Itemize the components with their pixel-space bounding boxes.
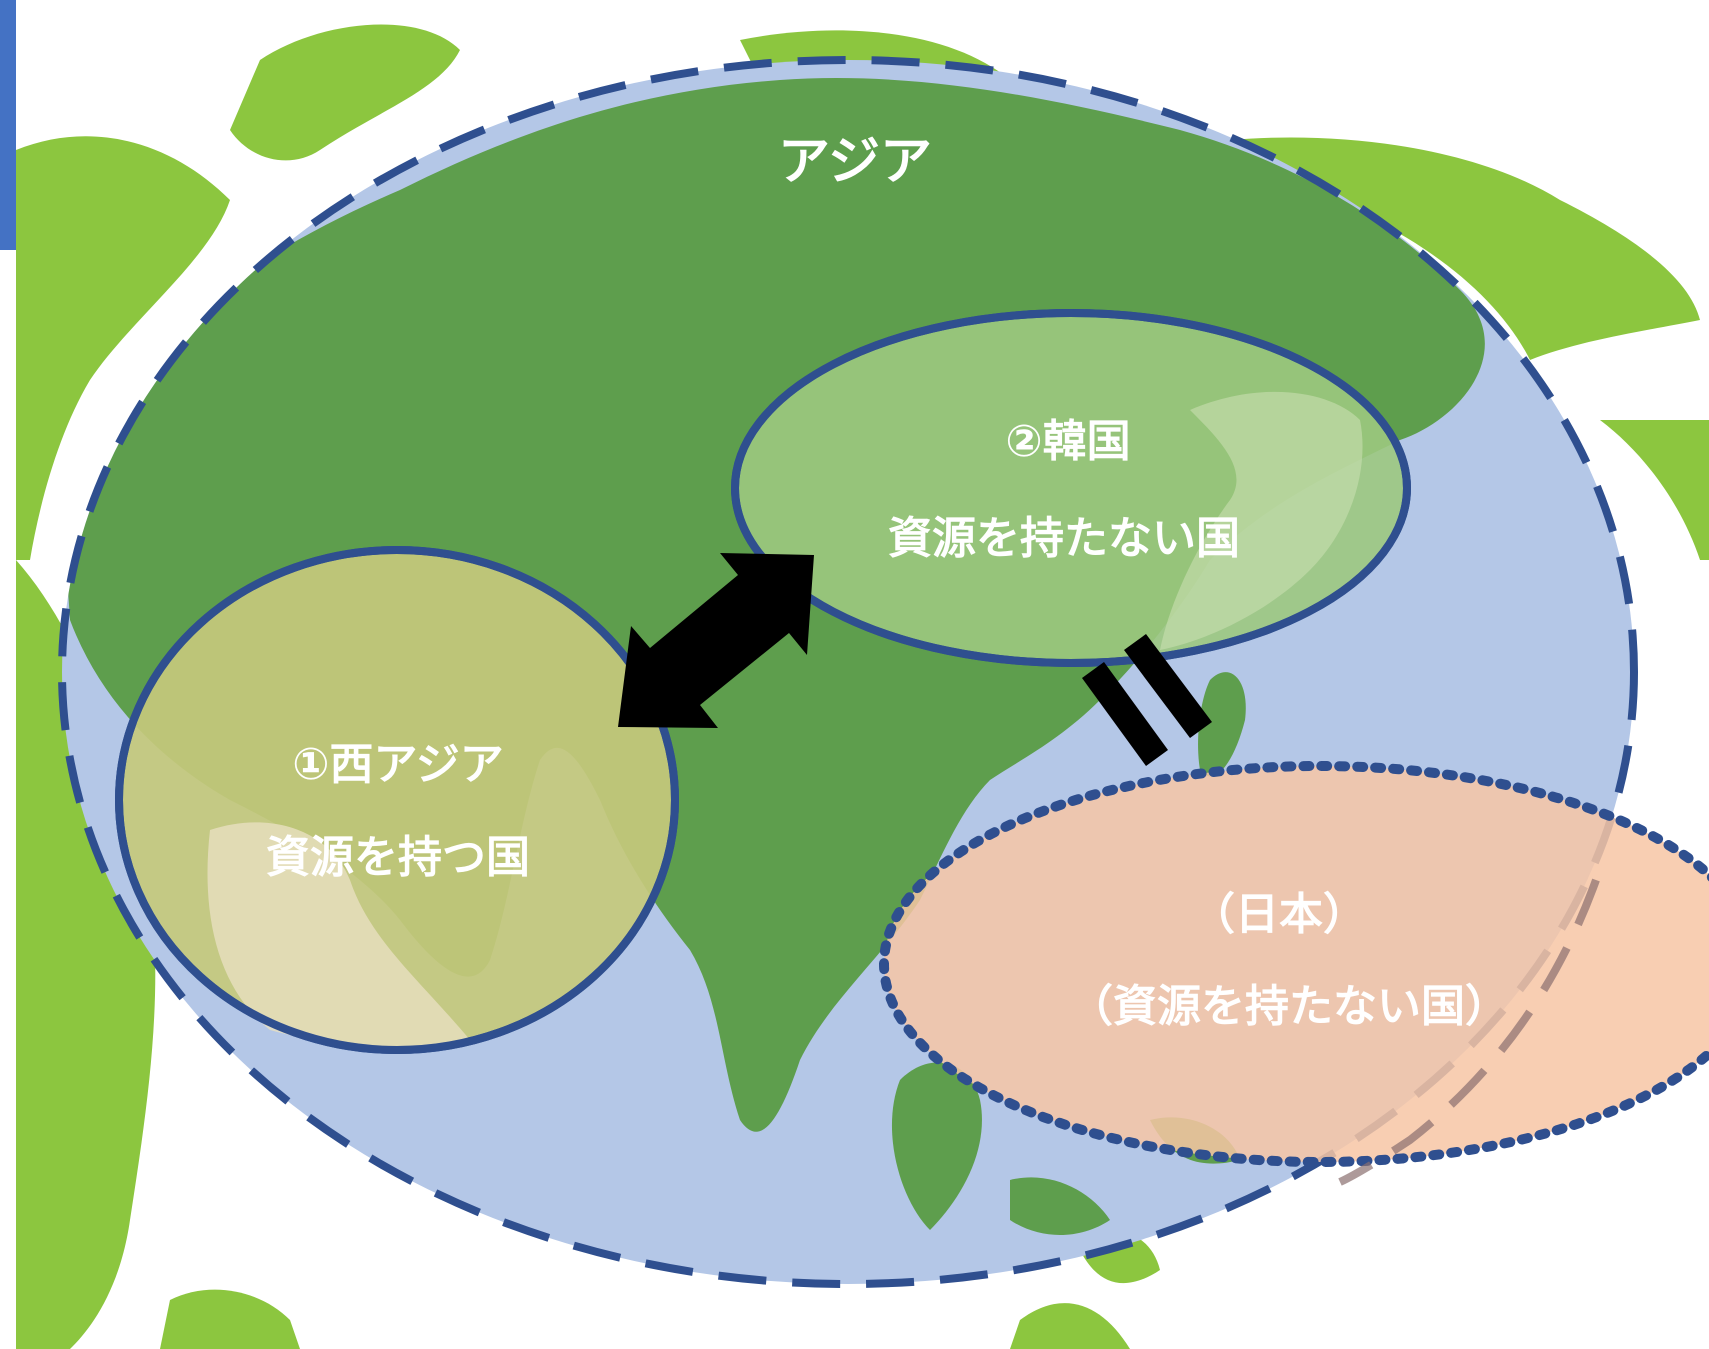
west-asia-label: ①西アジア xyxy=(292,739,504,790)
asia-border-over-japan xyxy=(1338,878,1600,1186)
korea-label: ②韓国 xyxy=(1005,416,1130,467)
double-arrow xyxy=(618,553,814,728)
japan-sublabel: （資源を持たない国） xyxy=(1069,981,1509,1032)
west-asia-sublabel: 資源を持つ国 xyxy=(266,832,530,883)
korea-sublabel: 資源を持たない国 xyxy=(888,513,1240,564)
asia-title: アジア xyxy=(778,132,932,192)
left-accent-bar xyxy=(0,0,16,250)
japan-ellipse xyxy=(879,761,1709,1167)
japan-label: （日本） xyxy=(1191,889,1367,940)
korea-light-area xyxy=(1160,391,1363,650)
asia-region-border xyxy=(58,56,1638,1288)
west-asia-desert xyxy=(207,822,470,1047)
equals-sign xyxy=(1082,634,1212,766)
